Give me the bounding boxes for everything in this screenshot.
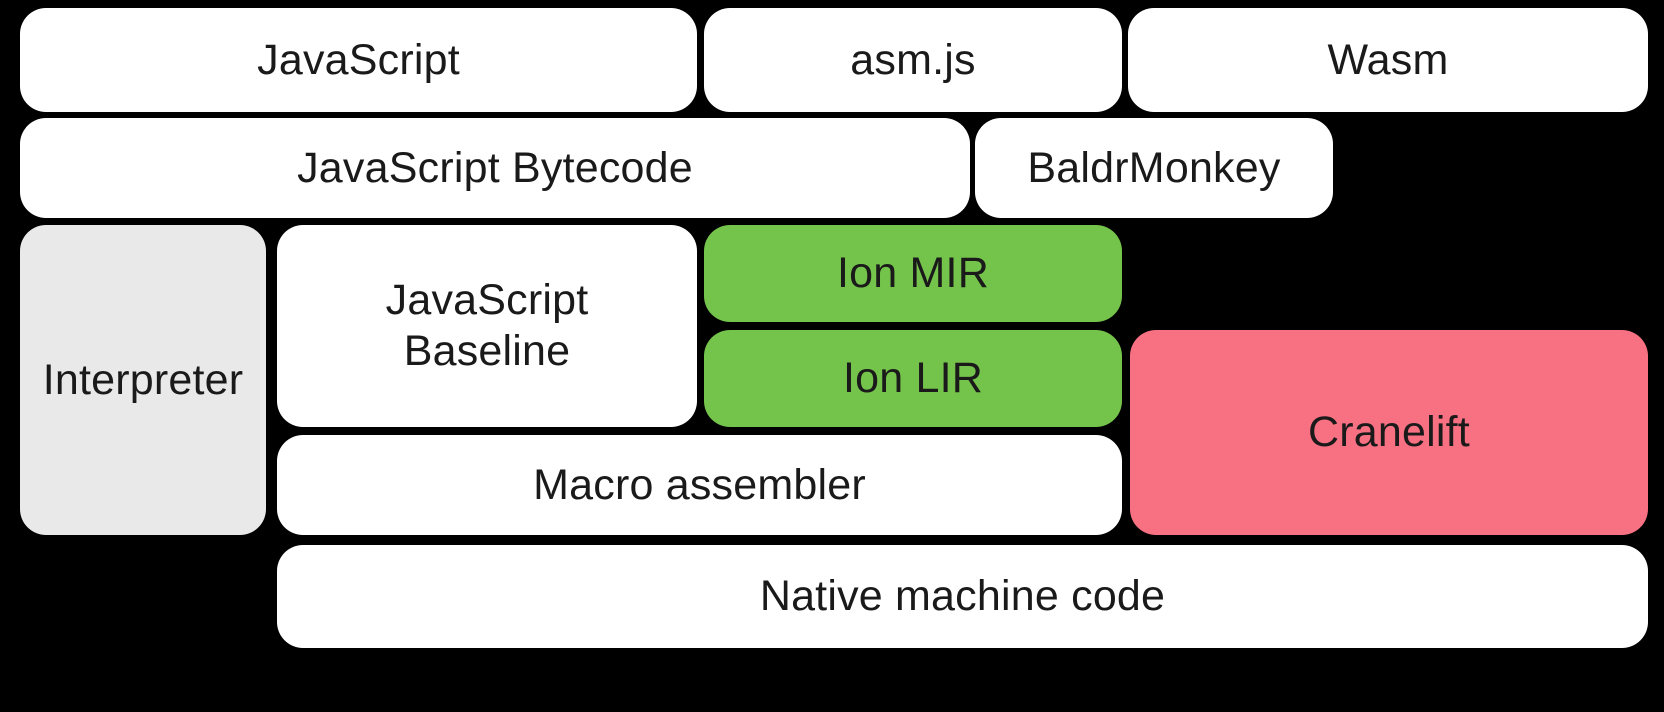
node-wasm[interactable]: Wasm <box>1128 8 1648 112</box>
node-ion-lir-label: Ion LIR <box>842 354 984 403</box>
node-javascript-baseline-label: JavaScript Baseline <box>385 276 589 375</box>
node-cranelift[interactable]: Cranelift <box>1130 330 1648 535</box>
node-javascript-bytecode-label: JavaScript Bytecode <box>297 143 693 192</box>
node-javascript-label: JavaScript <box>257 35 460 84</box>
node-wasm-label: Wasm <box>1327 35 1449 84</box>
node-ion-mir-label: Ion MIR <box>837 249 989 298</box>
node-interpreter[interactable]: Interpreter <box>20 225 266 535</box>
node-macro-assembler[interactable]: Macro assembler <box>277 435 1122 535</box>
node-interpreter-label: Interpreter <box>42 355 244 404</box>
node-asm-js[interactable]: asm.js <box>704 8 1122 112</box>
node-javascript-baseline[interactable]: JavaScript Baseline <box>277 225 697 427</box>
node-baldrmonkey-label: BaldrMonkey <box>1027 143 1281 192</box>
node-ion-mir[interactable]: Ion MIR <box>704 225 1122 322</box>
node-macro-assembler-label: Macro assembler <box>533 460 866 509</box>
node-asm-js-label: asm.js <box>850 35 976 84</box>
node-baldrmonkey[interactable]: BaldrMonkey <box>975 118 1333 218</box>
node-ion-lir[interactable]: Ion LIR <box>704 330 1122 427</box>
node-native-machine-code[interactable]: Native machine code <box>277 545 1648 648</box>
node-javascript-bytecode[interactable]: JavaScript Bytecode <box>20 118 970 218</box>
node-cranelift-label: Cranelift <box>1308 408 1470 457</box>
node-javascript[interactable]: JavaScript <box>20 8 697 112</box>
node-native-machine-code-label: Native machine code <box>759 572 1166 621</box>
